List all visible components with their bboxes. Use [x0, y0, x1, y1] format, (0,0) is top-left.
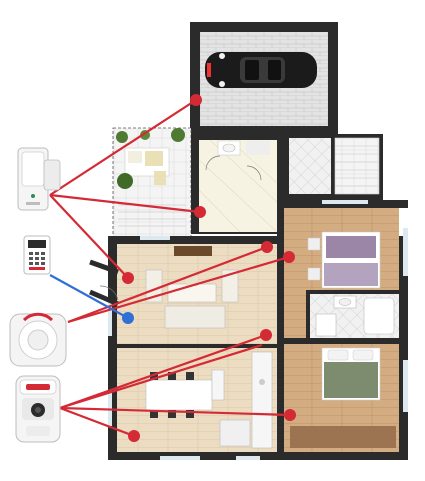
- dining-set: [145, 351, 273, 449]
- plant-icon: [116, 131, 128, 143]
- sensor-dot: [122, 272, 134, 284]
- sensor-links: [49, 99, 291, 438]
- bed-icon: [307, 231, 381, 289]
- keypad-icon: [23, 235, 51, 275]
- contact-sensor-icon: [17, 147, 61, 211]
- sofa-set: [145, 246, 239, 329]
- hall: [191, 134, 283, 234]
- plant-icon: [117, 173, 133, 189]
- sensor-dot: [190, 94, 202, 106]
- sensor-dot: [194, 206, 206, 218]
- sensor-dot: [261, 241, 273, 253]
- car-icon: [205, 52, 317, 88]
- sensor-dot: [283, 251, 295, 263]
- bathtub-icon: [363, 297, 395, 335]
- sensor-dot: [128, 430, 140, 442]
- sensor-dot: [260, 329, 272, 341]
- bed-icon: [321, 347, 381, 401]
- keypad-sensor-dot: [122, 312, 134, 324]
- sensor-points: [122, 94, 296, 442]
- camera-detector-icon: [15, 375, 61, 443]
- plant-icon: [171, 128, 185, 142]
- garage: [190, 22, 338, 134]
- keypad-link: [49, 274, 129, 319]
- sensor-dot: [284, 409, 296, 421]
- terrace: [112, 127, 192, 239]
- siren-icon: [9, 312, 67, 367]
